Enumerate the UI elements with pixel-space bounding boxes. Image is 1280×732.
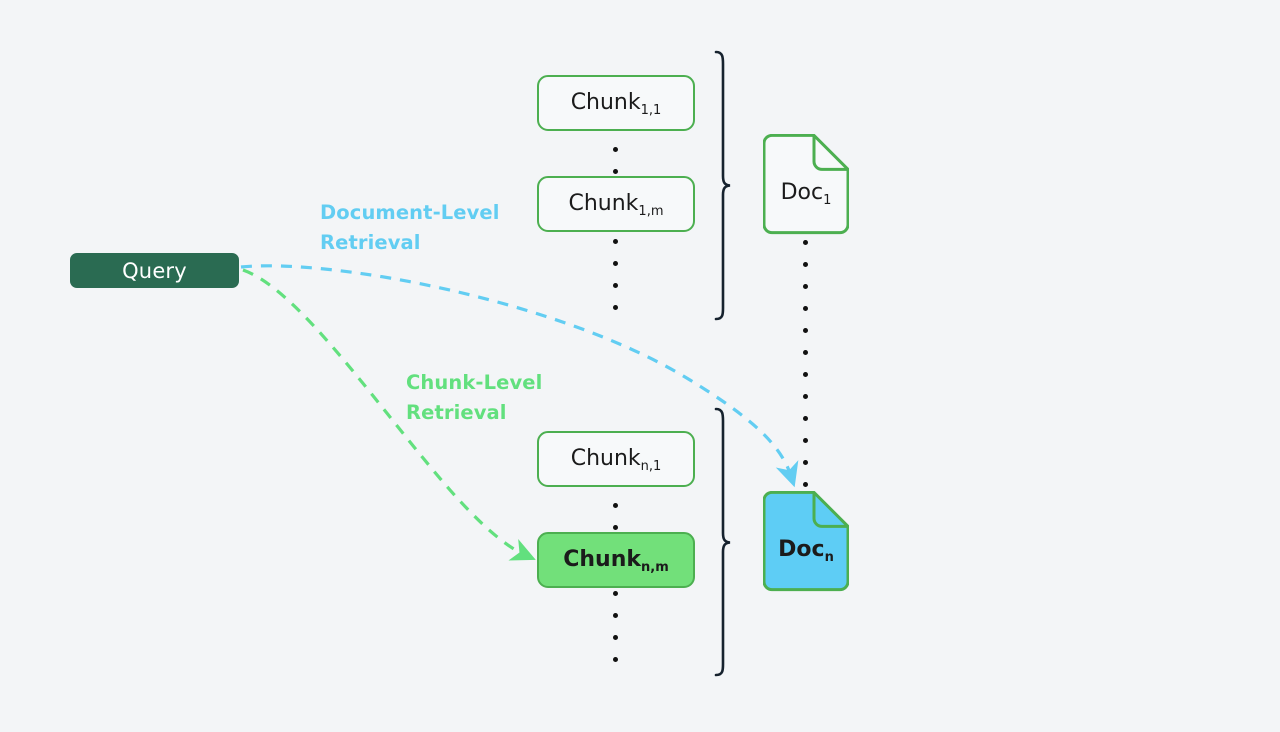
chunk-group1-inner-ellipsis bbox=[613, 147, 618, 174]
chunk-level-retrieval-caption: Chunk-Level Retrieval bbox=[406, 371, 543, 425]
chunk-group1-brace bbox=[714, 50, 731, 321]
doc-node-n[interactable]: Docn bbox=[763, 491, 849, 592]
chunk-box-1-1[interactable]: Chunk1,1 bbox=[537, 75, 695, 131]
doc-node-1[interactable]: Doc1 bbox=[763, 134, 849, 235]
chunk-group2-trailing-ellipsis bbox=[613, 591, 618, 662]
chunk-box-n-1[interactable]: Chunkn,1 bbox=[537, 431, 695, 487]
chunk-box-label: Chunkn,1 bbox=[570, 446, 662, 474]
query-node[interactable]: Query bbox=[70, 253, 239, 288]
chunk-box-1-m[interactable]: Chunk1,m bbox=[537, 176, 695, 232]
query-label: Query bbox=[122, 258, 187, 283]
chunk-box-label: Chunk1,1 bbox=[570, 90, 662, 118]
document-icon bbox=[763, 491, 849, 592]
document-level-retrieval-edge bbox=[240, 264, 799, 488]
doc-column-ellipsis bbox=[803, 240, 808, 487]
document-icon bbox=[763, 134, 849, 235]
document-level-retrieval-caption: Document-Level Retrieval bbox=[320, 201, 500, 255]
chunk-group1-trailing-ellipsis bbox=[613, 239, 618, 310]
chunk-group2-inner-ellipsis bbox=[613, 503, 618, 530]
chunk-group2-brace bbox=[714, 407, 731, 677]
chunk-box-label: Chunkn,m bbox=[563, 547, 669, 575]
chunk-box-label: Chunk1,m bbox=[568, 191, 664, 219]
chunk-box-n-m[interactable]: Chunkn,m bbox=[537, 532, 695, 588]
